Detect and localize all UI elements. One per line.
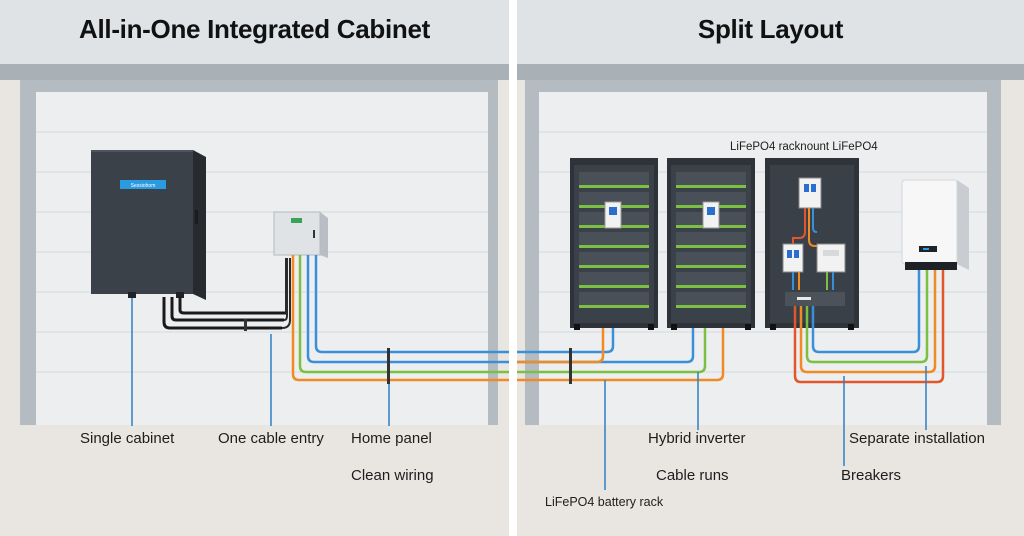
all-in-one-title: All-in-One Integrated Cabinet <box>79 14 430 44</box>
cabinet-screen <box>120 180 166 189</box>
one-cable-entry-label: One cable entry <box>218 430 324 447</box>
panel-divider <box>509 0 517 536</box>
incoming-cable-runs <box>517 185 725 382</box>
breakers-label: Breakers <box>841 467 902 484</box>
clean-wiring-label: Clean wiring <box>351 467 434 484</box>
header-band <box>0 0 509 64</box>
ceiling-beam <box>517 64 1024 80</box>
leader-lines <box>131 298 390 426</box>
split-layout-panel: Split Layout <box>517 0 1024 536</box>
floor <box>0 425 509 536</box>
hybrid-inverter-label: Hybrid inverter <box>648 430 746 447</box>
rack-label: LiFePO4 racknount LiFePO4 <box>730 141 878 153</box>
black-cable-bundle <box>162 297 286 330</box>
single-cabinet-label: Single cabinet <box>80 430 175 447</box>
all-in-one-illustration: Sessiohom <box>36 131 509 426</box>
hybrid-inverter-unit <box>901 179 969 270</box>
cabinet-screen-text: Sessiohom <box>131 183 156 189</box>
ceiling-beam <box>0 64 509 80</box>
battery-rack-1 <box>570 158 658 330</box>
home-panel-cable-runs <box>291 255 509 382</box>
header-band <box>517 0 1024 64</box>
separate-installation-label: Separate installation <box>849 430 985 447</box>
cable-runs-label: Cable runs <box>656 467 729 484</box>
all-in-one-panel: All-in-One Integrated Cabinet Sessiohom <box>0 0 509 536</box>
breaker-to-inverter-cables <box>793 270 945 384</box>
split-layout-illustration: LiFePO4 racknount LiFePO4 <box>517 131 987 490</box>
integrated-cabinet <box>91 150 206 300</box>
floor <box>517 425 1024 536</box>
split-layout-title: Split Layout <box>697 14 844 44</box>
home-panel-label: Home panel <box>351 430 432 447</box>
breaker-cabinet <box>765 158 859 330</box>
leader-lines <box>604 366 927 490</box>
battery-rack-label: LiFePO4 battery rack <box>545 495 664 509</box>
home-panel-box <box>273 211 328 258</box>
battery-rack-2 <box>667 158 755 330</box>
